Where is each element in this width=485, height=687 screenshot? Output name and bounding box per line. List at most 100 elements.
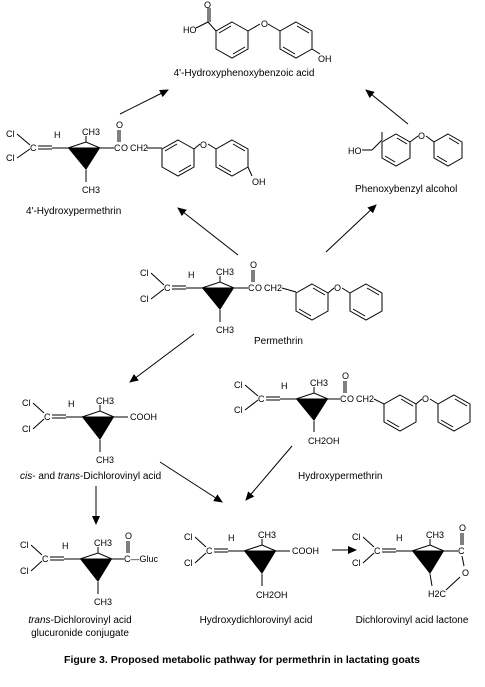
atom-h: H xyxy=(68,399,75,409)
atom-cl-2: Cl xyxy=(22,424,31,434)
arrow-permethrin-to-dcva xyxy=(129,333,195,383)
atom-c: C xyxy=(42,554,49,564)
atom-ch3-bottom: CH3 xyxy=(82,185,100,195)
atom-ch2oh: CH2OH xyxy=(256,590,288,600)
arrow-hydroxypermethrin-to-hdcva xyxy=(245,445,293,501)
atom-h2c: H2C xyxy=(428,589,447,599)
label-glucuronide-line2: glucuronide conjugate xyxy=(31,628,129,639)
atom-ch3: CH3 xyxy=(426,530,444,540)
atom-ho: HO xyxy=(348,146,362,156)
atom-ether-o: O xyxy=(200,140,207,150)
atom-ch3-bottom: CH3 xyxy=(94,597,112,607)
arrow-hydroxypermethrin4-to-hpba xyxy=(119,89,169,115)
atom-cooh: COOH xyxy=(292,546,319,556)
atom-cl-2: Cl xyxy=(184,558,193,568)
atom-ether-o: O xyxy=(261,19,268,29)
atom-ch3: CH3 xyxy=(310,378,328,388)
atom-c: C xyxy=(44,412,51,422)
atom-carbonyl-o: O xyxy=(342,371,349,381)
atom-c: C xyxy=(258,394,265,404)
atom-ch2: CH2 xyxy=(264,283,282,293)
atom-h: H xyxy=(396,533,403,543)
compound-phenoxybenzyl-alcohol: HO O Phenoxybenzyl alcohol xyxy=(348,131,463,195)
atom-ester-c: C xyxy=(114,143,121,153)
label-hydroxypermethrin: Hydroxypermethrin xyxy=(298,471,382,482)
compound-permethrin: Cl Cl C H CH3 CH3 C O O CH2 O Permethrin xyxy=(140,260,383,347)
atom-c: C xyxy=(206,546,213,556)
atom-h: H xyxy=(54,130,61,140)
atom-ester-c: C xyxy=(248,283,255,293)
atom-carbonyl-o: O xyxy=(125,531,132,541)
label-glucuronide-line1: trans-Dichlorovinyl acid xyxy=(28,615,131,626)
reaction-arrows xyxy=(92,89,409,554)
atom-cl-1: Cl xyxy=(6,129,15,139)
atom-ester-c: C xyxy=(340,394,347,404)
compound-dichlorovinyl-acid-lactone: Cl Cl C H CH3 C O O H2C Dichlorovinyl ac… xyxy=(352,523,469,626)
label-dichlorovinyl-acid-lactone: Dichlorovinyl acid lactone xyxy=(356,615,469,626)
atom-cl-2: Cl xyxy=(6,153,15,163)
atom-c: C xyxy=(374,546,381,556)
compound-hydroxypermethrin: Cl Cl C H CH3 CH2OH C O O CH2 O Hydroxyp… xyxy=(234,371,471,482)
atom-h: H xyxy=(188,270,195,280)
atom-oh: OH xyxy=(252,177,266,187)
arrow-permethrin-to-hydroxypermethrin4 xyxy=(177,207,239,256)
atom-cooh: COOH xyxy=(130,412,157,422)
atom-ether-o: O xyxy=(418,131,425,141)
atom-ho: HO xyxy=(183,25,197,35)
atom-cl-1: Cl xyxy=(352,532,361,542)
atom-cl-1: Cl xyxy=(234,380,243,390)
atom-ch3-top: CH3 xyxy=(82,127,100,137)
label-hydroxyphenoxybenzoic-acid: 4'-Hydroxyphenoxybenzoic acid xyxy=(174,68,315,79)
label-hydroxydichlorovinyl-acid: Hydroxydichlorovinyl acid xyxy=(200,615,313,626)
atom-c: C xyxy=(164,283,171,293)
atom-c: C xyxy=(30,143,37,153)
atom-ester-o: O xyxy=(347,394,354,404)
label-permethrin: Permethrin xyxy=(254,336,303,347)
atom-ch3-bottom: CH3 xyxy=(216,325,234,335)
atom-ester-o: O xyxy=(121,143,128,153)
arrow-dcva-to-hdcva xyxy=(159,461,223,503)
atom-cl-1: Cl xyxy=(22,398,31,408)
atom-h: H xyxy=(228,533,235,543)
atom-c-gluc: C—Gluc xyxy=(124,554,159,564)
atom-ch2oh: CH2OH xyxy=(308,436,340,446)
compound-hydroxydichlorovinyl-acid: Cl Cl C H CH3 CH2OH COOH Hydroxydichloro… xyxy=(184,530,319,626)
atom-cl-1: Cl xyxy=(140,268,149,278)
atom-ether-o: O xyxy=(422,394,429,404)
atom-ch3: CH3 xyxy=(258,530,276,540)
compound-hydroxypermethrin-4: Cl Cl C H CH3 CH3 C O O CH2 O OH 4'-H xyxy=(6,120,266,217)
atom-c-carbonyl: C xyxy=(458,546,465,556)
atom-cl-2: Cl xyxy=(20,566,29,576)
atom-ester-o: O xyxy=(255,283,262,293)
atom-oh: OH xyxy=(318,54,332,64)
atom-cl-1: Cl xyxy=(20,540,29,550)
atom-cl-2: Cl xyxy=(234,405,243,415)
compound-glucuronide-conjugate: Cl Cl C H CH3 CH3 C—Gluc O trans-Dichlor… xyxy=(20,531,159,639)
atom-carbonyl-o: O xyxy=(250,260,257,270)
label-hydroxypermethrin-4: 4'-Hydroxypermethrin xyxy=(26,206,121,217)
atom-h: H xyxy=(62,541,69,551)
atom-ether-o: O xyxy=(334,283,341,293)
atom-ch2: CH2 xyxy=(356,394,374,404)
compound-hydroxyphenoxybenzoic-acid: O HO O OH 4'-Hydroxyphenoxybenzoic acid xyxy=(174,0,332,79)
label-phenoxybenzyl-alcohol: Phenoxybenzyl alcohol xyxy=(355,184,457,195)
atom-ch3-bottom: CH3 xyxy=(96,455,114,465)
atom-cl-1: Cl xyxy=(184,532,193,542)
atom-o: O xyxy=(204,0,211,10)
atom-ring-o: O xyxy=(462,568,469,578)
atom-cl-2: Cl xyxy=(140,294,149,304)
figure-caption: Figure 3. Proposed metabolic pathway for… xyxy=(64,654,420,666)
atom-carbonyl-o: O xyxy=(459,523,466,533)
atom-cl-2: Cl xyxy=(352,558,361,568)
atom-h: H xyxy=(281,381,288,391)
arrow-pba-to-hpba xyxy=(365,89,409,125)
label-dichlorovinyl-acid: cis- and trans-Dichlorovinyl acid xyxy=(20,471,161,482)
atom-ch3-top: CH3 xyxy=(96,396,114,406)
atom-carbonyl-o: O xyxy=(116,120,123,130)
arrow-permethrin-to-pba xyxy=(325,204,377,253)
atom-ch3-top: CH3 xyxy=(94,538,112,548)
atom-ch2: CH2 xyxy=(130,143,148,153)
atom-ch3-top: CH3 xyxy=(216,267,234,277)
compound-dichlorovinyl-acid: Cl Cl C H CH3 CH3 COOH cis- and trans-Di… xyxy=(20,396,161,482)
